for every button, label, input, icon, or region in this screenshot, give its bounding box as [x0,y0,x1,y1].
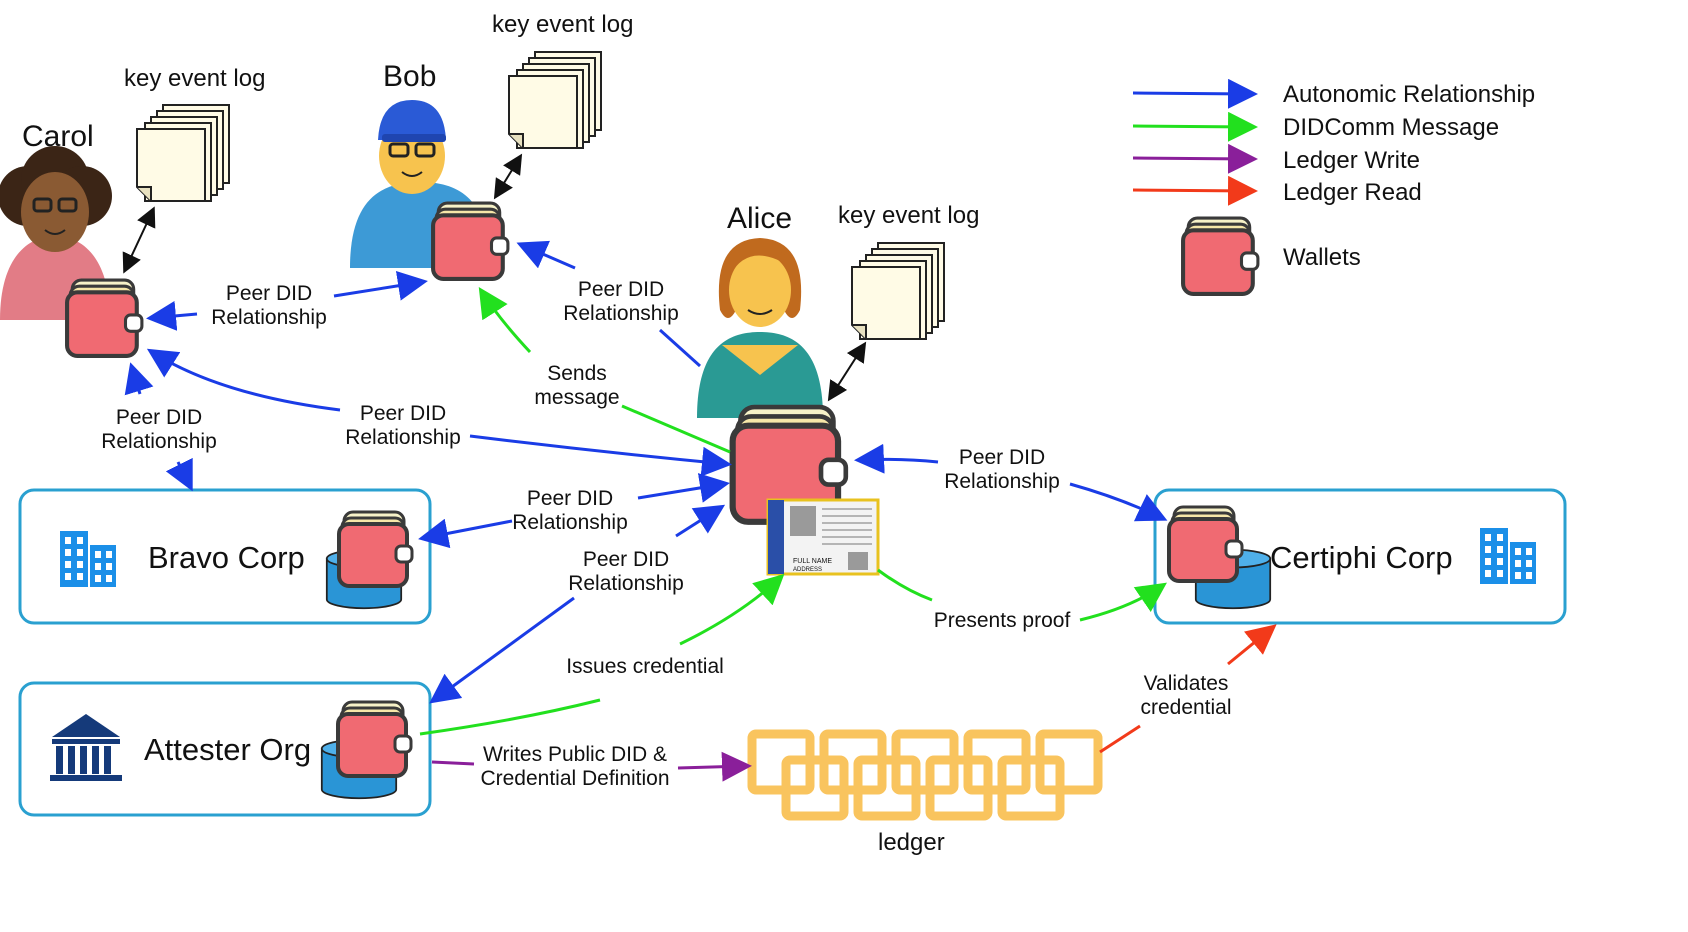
legend-wallet-icon [1183,218,1258,294]
edge-label: Sends [547,362,607,385]
edge-label: Peer DID [527,487,613,510]
edge-label: Relationship [568,572,684,595]
license-address-field: ADDRESS [793,567,822,573]
edge-label: Peer DID [578,278,664,301]
bob-key-event-log-icon [507,50,603,150]
edge-label: Credential Definition [480,767,669,790]
presents-proof-arrow [1079,582,1167,622]
edge-label: Presents proof [934,609,1071,632]
carol-key-event-log-icon [135,103,231,203]
ledger-chain [747,729,1103,821]
legend-ledger-write-arrow [1132,143,1258,174]
edge-label: credential [1140,696,1231,719]
carol-key-event-log-label: key event log [124,65,265,92]
bravo-corp-box: Bravo Corp [18,488,432,625]
carol-bravo-arrow-in [124,362,154,396]
legend-label: DIDComm Message [1283,114,1499,141]
attester-org-box: Attester Org [18,681,432,817]
edge-label: Peer DID [116,406,202,429]
legend-didcomm-arrow [1132,111,1258,142]
edge-label: Relationship [101,430,217,453]
alice-avatar [697,238,823,418]
attester-alice-arrow [675,504,726,538]
carol-alice-arrow [469,434,732,477]
legend-autonomic-arrow [1132,78,1258,109]
alice-carol-arrow [146,348,341,412]
bank-icon [50,714,122,781]
alice-label: Alice [727,202,792,235]
carol-label: Carol [22,120,94,153]
legend: Autonomic Relationship DIDComm Message L… [1132,78,1535,294]
alice-key-event-log-icon [850,241,946,341]
sends-message-arrow-tail [621,404,731,454]
edge-label: message [534,386,619,409]
wallet-icon [336,700,413,778]
ledger-write-arrow [677,751,752,782]
sends-message-arrow [478,286,532,354]
certiphi-alice-arrow [854,443,939,474]
issues-credential-arrow [679,573,785,646]
alice-bravo-arrow-in [637,473,730,503]
carol-log-link [122,206,156,274]
legend-label: Ledger Read [1283,179,1422,206]
alice-bob-arrow [516,240,576,270]
bravo-corp-label: Bravo Corp [148,540,305,575]
bob-log-link [493,153,523,200]
edge-label: Peer DID [360,402,446,425]
edge-label: Relationship [944,470,1060,493]
edge-label: Peer DID [959,446,1045,469]
attester-org-label: Attester Org [144,732,311,767]
edge-label: Issues credential [566,655,724,678]
carol-bob-arrow-in [146,300,198,331]
edge-label: Relationship [211,306,327,329]
legend-ledger-read-arrow [1132,175,1258,206]
carol-bravo-arrow-out [165,457,193,492]
issues-credential-tail [419,698,601,736]
alice-bob-arrow-tail [658,328,702,368]
alice-bravo-arrow-out [418,518,513,549]
drivers-license-icon: FULL NAME ADDRESS [766,498,880,576]
certiphi-corp-label: Certiphi Corp [1270,540,1453,575]
license-name-field: FULL NAME [793,558,832,565]
ledger-read-arrow [1227,624,1277,666]
edge-label: Validates [1144,672,1229,695]
alice-key-event-log-label: key event log [838,202,979,229]
wallet-icon [1167,505,1244,583]
alice-certiphi-arrow [1069,482,1168,522]
edge-label: Writes Public DID & [483,743,667,766]
carol-avatar [0,146,112,320]
bob-key-event-log-label: key event log [492,11,633,38]
certiphi-corp-box: Certiphi Corp [1153,488,1567,625]
carol-wallet-icon [67,280,142,356]
edge-label: Relationship [563,302,679,325]
alice-attester-arrow [429,596,575,704]
carol-bob-arrow-out [333,270,428,301]
edge-label: Peer DID [583,548,669,571]
edge-label: Relationship [512,511,628,534]
edge-label: Peer DID [226,282,312,305]
legend-label: Autonomic Relationship [1283,81,1535,108]
ledger-read-tail [1099,724,1141,754]
wallet-icon [337,510,414,588]
bob-wallet-icon [433,203,508,279]
alice-log-link [827,341,867,402]
edge-label: Relationship [345,426,461,449]
presents-proof-tail [877,568,933,602]
bob-label: Bob [383,60,436,93]
legend-label: Wallets [1283,244,1361,271]
legend-label: Ledger Write [1283,147,1420,174]
ledger-write-tail [431,760,475,766]
ledger-label: ledger [878,829,945,856]
